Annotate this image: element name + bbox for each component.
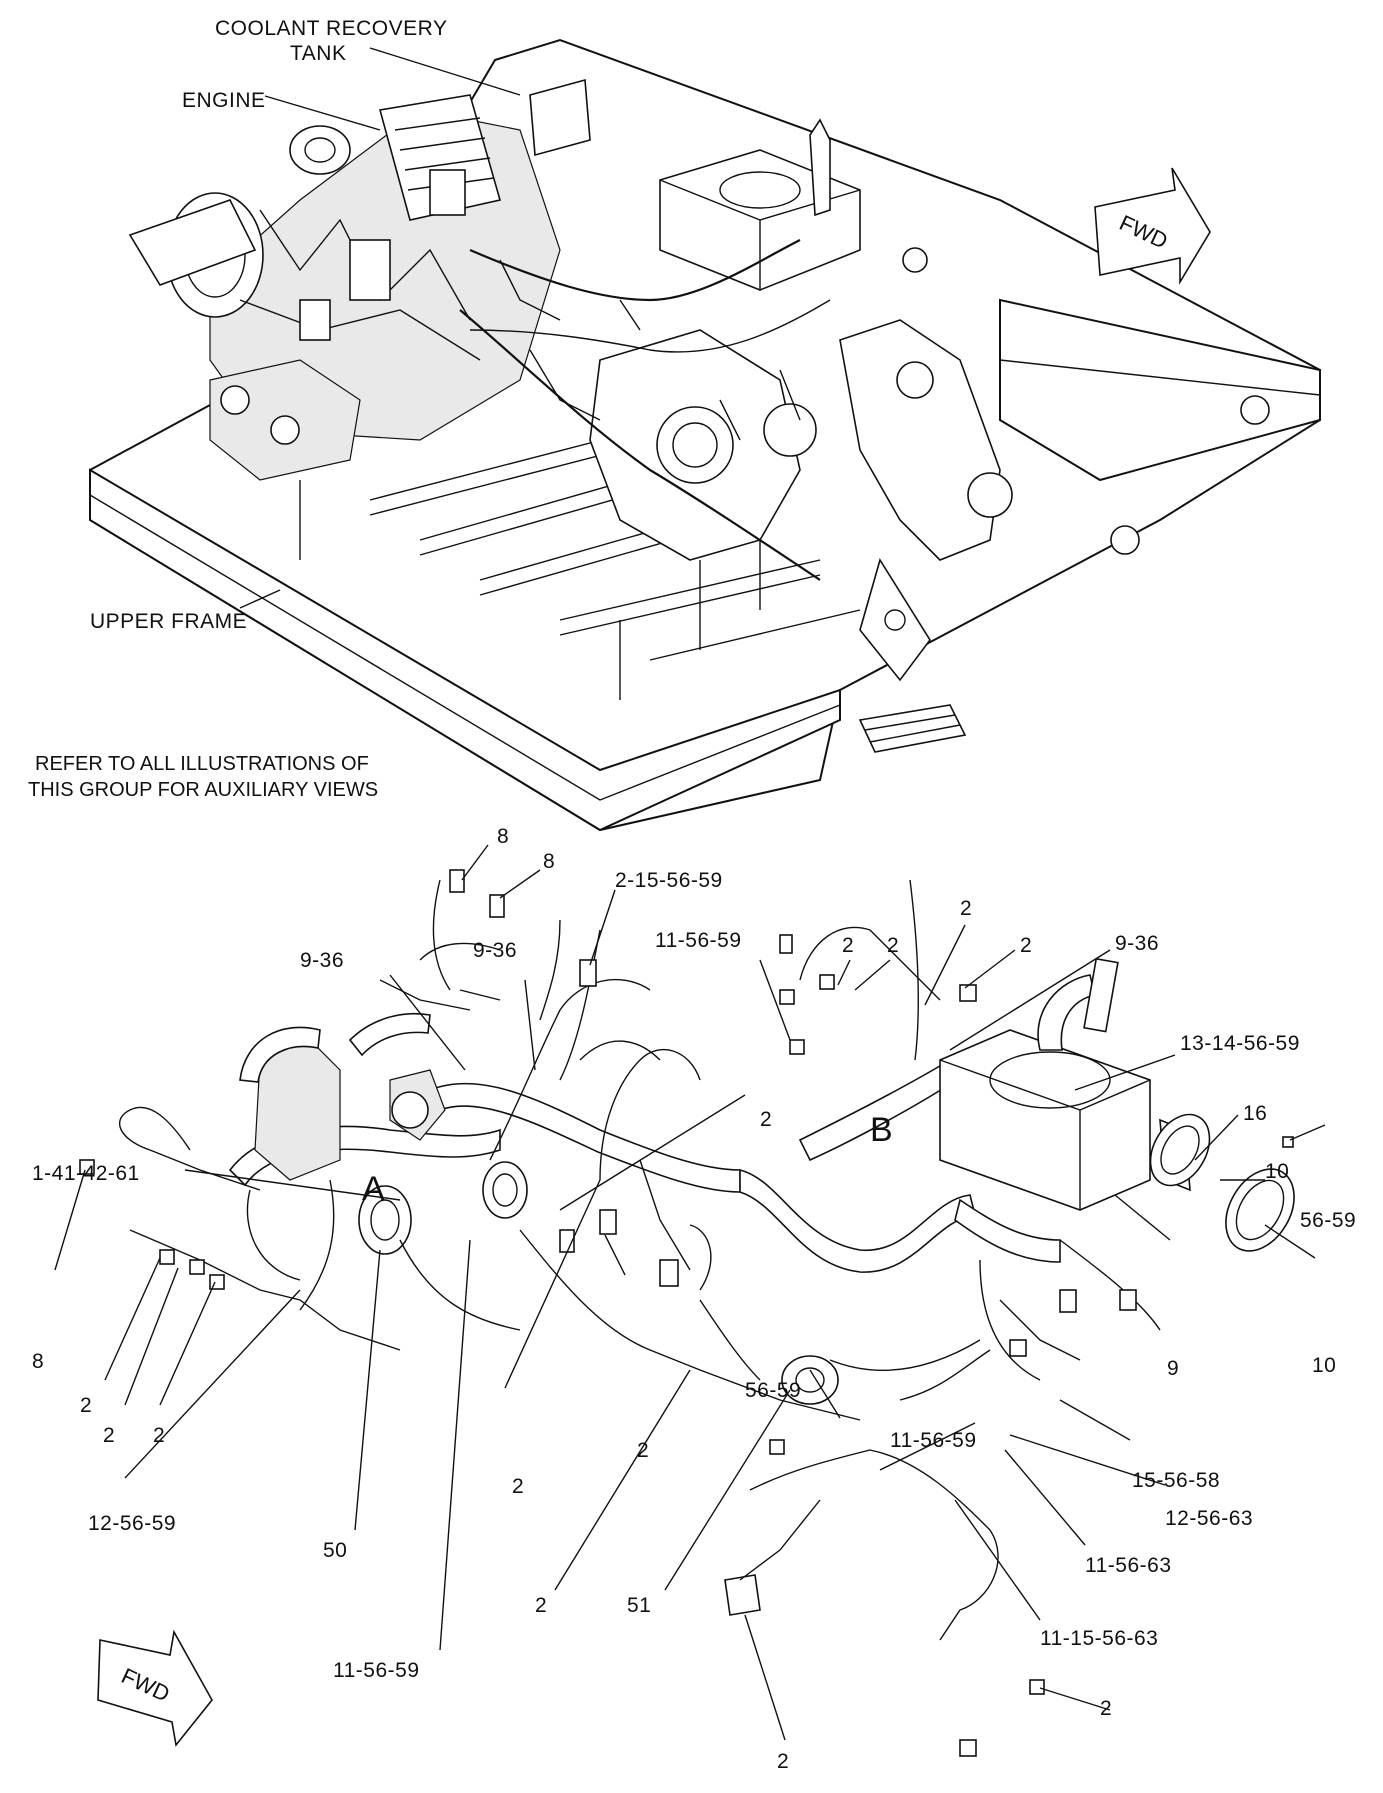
callout-2-a: 2: [842, 934, 854, 957]
callout-8-a: 8: [497, 825, 509, 848]
callout-56-59-b: 56-59: [745, 1379, 801, 1402]
callout-11-56-63: 11-56-63: [1085, 1554, 1172, 1577]
callout-8-c: 8: [32, 1350, 44, 1373]
callout-11-56-59-a: 11-56-59: [655, 929, 742, 952]
callout-2-l: 2: [1100, 1697, 1112, 1720]
callout-11-15-56-63: 11-15-56-63: [1040, 1627, 1158, 1650]
coolant-tank-label: COOLANT RECOVERY: [215, 17, 447, 40]
callout-11-56-59-b: 11-56-59: [890, 1429, 977, 1452]
callout-2-j: 2: [512, 1475, 524, 1498]
callout-11-56-59-c: 11-56-59: [333, 1659, 420, 1682]
callout-2-f: 2: [80, 1394, 92, 1417]
grommet-10-b: [1225, 1168, 1295, 1252]
callout-2-15-56-59: 2-15-56-59: [615, 869, 723, 892]
callout-9-36-b: 9-36: [473, 939, 517, 962]
callout-16: 16: [1243, 1102, 1267, 1125]
callout-2-i: 2: [637, 1439, 649, 1462]
callout-leaders: [54, 844, 1326, 1741]
callout-15-56-58: 15-56-58: [1132, 1469, 1220, 1492]
view-a-label: A: [362, 1170, 385, 1208]
callout-8-b: 8: [543, 850, 555, 873]
callout-9-36-a: 9-36: [300, 949, 344, 972]
callout-2-k: 2: [535, 1594, 547, 1617]
callout-13-14-56-59: 13-14-56-59: [1180, 1032, 1300, 1055]
callout-12-56-59: 12-56-59: [88, 1512, 176, 1535]
callout-9-36-c: 9-36: [1115, 932, 1159, 955]
callout-2-e: 2: [760, 1108, 772, 1131]
harness-illustration: [79, 869, 1295, 1757]
callout-2-c: 2: [960, 897, 972, 920]
callout-12-56-63: 12-56-63: [1165, 1507, 1253, 1530]
upper-frame-illustration: [89, 38, 1321, 832]
callout-51: 51: [627, 1594, 651, 1617]
fwd-arrow-bottom: FWD: [97, 1629, 213, 1747]
callout-10-b: 10: [1312, 1354, 1336, 1377]
callout-56-59-a: 56-59: [1300, 1209, 1356, 1232]
callout-9: 9: [1167, 1357, 1179, 1380]
fwd-arrow-top: FWD: [1094, 167, 1211, 285]
view-b-label: B: [870, 1111, 893, 1149]
callout-labels: 8 8 2-15-56-59 11-56-59 2 2 2 2 9-36 9-3…: [32, 825, 1356, 1773]
callout-50: 50: [323, 1539, 347, 1562]
callout-2-d: 2: [1020, 934, 1032, 957]
note-line2: THIS GROUP FOR AUXILIARY VIEWS: [28, 779, 378, 801]
callout-10-a: 10: [1265, 1160, 1289, 1183]
grommet-10-a: [1149, 1113, 1211, 1187]
upper-frame-label: UPPER FRAME: [90, 610, 247, 633]
engine-label: ENGINE: [182, 89, 266, 112]
note-line1: REFER TO ALL ILLUSTRATIONS OF: [35, 753, 369, 775]
bushing-50: [358, 1185, 412, 1255]
coolant-tank-label-line2: TANK: [290, 42, 346, 65]
callout-2-b: 2: [887, 934, 899, 957]
callout-2-g: 2: [103, 1424, 115, 1447]
callout-2-h: 2: [153, 1424, 165, 1447]
callout-2-m: 2: [777, 1750, 789, 1773]
callout-1-41-42-61: 1-41-42-61: [32, 1162, 140, 1185]
